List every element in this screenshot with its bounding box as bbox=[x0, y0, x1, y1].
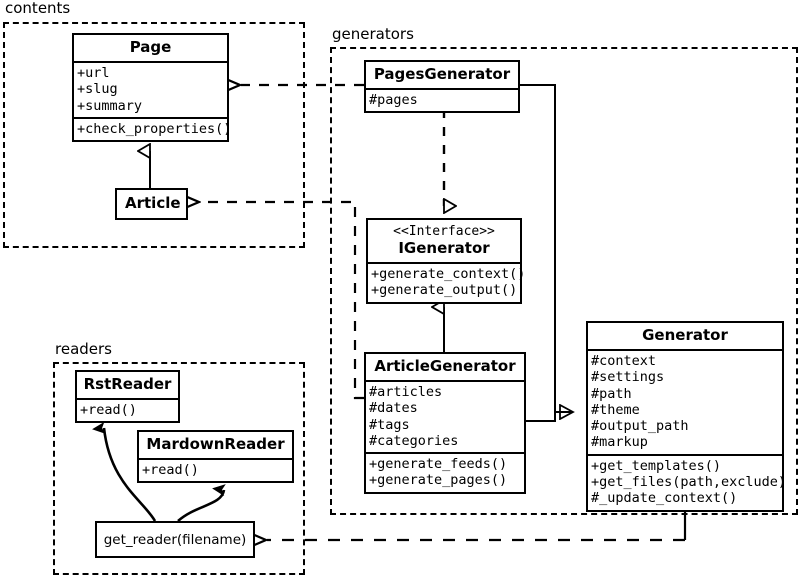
attribute: +url bbox=[77, 65, 110, 81]
class-igenerator-name: IGenerator bbox=[398, 239, 490, 257]
method: +check_properties() bbox=[77, 120, 232, 137]
package-readers bbox=[53, 362, 305, 575]
class-page-methods: +check_properties() bbox=[74, 119, 232, 140]
class-page-attributes: +url +slug +summary bbox=[74, 63, 227, 117]
attribute: #path bbox=[591, 385, 632, 402]
divider bbox=[74, 116, 227, 119]
package-generators bbox=[330, 47, 798, 515]
class-articlegenerator-attributes: #articles #dates #tags #categories bbox=[366, 382, 524, 452]
attribute: #dates bbox=[369, 400, 418, 417]
class-articlegenerator[interactable]: ArticleGenerator #articles #dates #tags … bbox=[364, 352, 526, 494]
class-pagesgenerator-title: PagesGenerator bbox=[373, 65, 511, 83]
class-rstreader-methods: +read() bbox=[77, 400, 178, 421]
method: +generate_feeds() bbox=[369, 456, 508, 473]
divider bbox=[366, 380, 524, 382]
attribute: #theme bbox=[591, 401, 640, 418]
attribute: +slug bbox=[77, 81, 118, 98]
class-igenerator-stereotype: <<Interface>> bbox=[393, 224, 495, 239]
class-generator-attributes: #context #settings #path #theme #output_… bbox=[588, 351, 782, 454]
class-page-title: Page bbox=[129, 38, 172, 56]
method: +generate_pages() bbox=[369, 472, 508, 489]
divider bbox=[588, 453, 782, 456]
class-generator-methods: +get_templates() +get_files(path,exclude… bbox=[588, 456, 787, 510]
class-articlegenerator-methods: +generate_feeds() +generate_pages() bbox=[366, 454, 524, 492]
attribute: #markup bbox=[591, 434, 648, 451]
class-generator[interactable]: Generator #context #settings #path #them… bbox=[586, 321, 787, 512]
method: #_update_context() bbox=[591, 490, 738, 507]
class-page[interactable]: Page +url +slug +summary +check_properti… bbox=[72, 33, 232, 143]
method: +read() bbox=[80, 402, 137, 418]
attribute: #categories bbox=[369, 432, 459, 449]
attribute: +summary bbox=[77, 97, 143, 114]
class-igenerator-methods: +generate_context() +generate_output() bbox=[368, 264, 526, 302]
class-rstreader[interactable]: RstReader +read() bbox=[75, 370, 180, 424]
attribute: #output_path bbox=[591, 418, 689, 435]
attribute: #context bbox=[591, 353, 657, 369]
divider bbox=[368, 262, 520, 264]
method: +generate_context() bbox=[371, 266, 526, 282]
method: +generate_output() bbox=[371, 282, 518, 299]
class-igenerator-title: <<Interface>> IGenerator bbox=[368, 220, 520, 262]
package-readers-label: readers bbox=[54, 340, 114, 358]
package-contents bbox=[3, 22, 305, 248]
divider bbox=[588, 349, 782, 351]
edge-getreader-to-rstreader bbox=[92, 421, 157, 522]
attribute: #tags bbox=[369, 416, 410, 433]
method: +get_files(path,exclude) bbox=[591, 474, 787, 491]
class-mardownreader-title: MardownReader bbox=[146, 435, 285, 453]
divider bbox=[366, 452, 524, 455]
edge-articlegenerator-to-article bbox=[200, 202, 364, 400]
class-pagesgenerator-attributes: #pages bbox=[366, 90, 518, 111]
attribute: #pages bbox=[369, 92, 418, 108]
divider bbox=[74, 61, 227, 63]
divider bbox=[139, 458, 292, 460]
package-generators-label: generators bbox=[331, 25, 416, 43]
attribute: #settings bbox=[591, 369, 665, 386]
method: +get_templates() bbox=[591, 457, 722, 474]
class-articlegenerator-title: ArticleGenerator bbox=[374, 357, 516, 375]
class-pagesgenerator[interactable]: PagesGenerator #pages bbox=[364, 60, 520, 114]
package-contents-label: contents bbox=[4, 0, 73, 17]
edge-getreader-to-mardownreader bbox=[177, 484, 226, 522]
method: +read() bbox=[142, 462, 199, 478]
edge-articlegenerator-to-generator bbox=[526, 411, 573, 422]
divider bbox=[77, 398, 178, 400]
class-igenerator[interactable]: <<Interface>> IGenerator +generate_conte… bbox=[366, 218, 526, 304]
class-mardownreader[interactable]: MardownReader +read() bbox=[137, 430, 294, 484]
attribute: #articles bbox=[369, 384, 443, 400]
class-article[interactable]: Article bbox=[115, 188, 188, 220]
function-get-reader[interactable]: get_reader(filename) bbox=[95, 521, 255, 558]
function-get-reader-label: get_reader(filename) bbox=[103, 531, 247, 548]
class-generator-title: Generator bbox=[642, 326, 728, 344]
class-mardownreader-methods: +read() bbox=[139, 460, 292, 481]
divider bbox=[366, 88, 518, 90]
class-article-title: Article bbox=[125, 194, 181, 212]
class-rstreader-title: RstReader bbox=[83, 375, 172, 393]
